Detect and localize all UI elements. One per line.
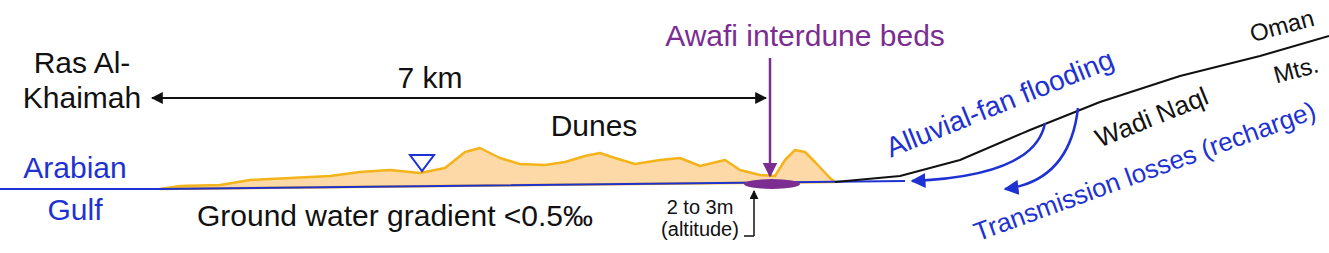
label-anchor: Alluvial-fan flooding xyxy=(881,44,1118,165)
interdune-bed xyxy=(744,179,800,189)
distance-arrow xyxy=(152,97,766,99)
place-name: Ras Al- Khaimah xyxy=(20,46,144,115)
mountain-name: Mts. xyxy=(1271,53,1321,88)
altitude-tick xyxy=(744,235,754,237)
altitude-note: 2 to 3m (altitude) xyxy=(658,196,742,240)
altitude-arrow xyxy=(753,191,755,236)
label-anchor: Dunes xyxy=(551,109,638,144)
water-table-symbol xyxy=(410,155,434,171)
label-anchor: Arabian Gulf xyxy=(19,147,131,231)
label-anchor: Oman xyxy=(1247,6,1316,46)
label-anchor: Awafi interdune beds xyxy=(665,19,945,54)
mountain-name: Oman xyxy=(1247,6,1316,46)
site-label: Awafi interdune beds xyxy=(665,19,945,54)
sea-name: Arabian Gulf xyxy=(19,147,131,231)
distance-label: 7 km xyxy=(397,61,462,96)
label-anchor: Ground water gradient <0.5‰ xyxy=(197,199,593,234)
label-anchor: Ras Al- Khaimah xyxy=(20,46,144,115)
label-anchor: Mts. xyxy=(1271,53,1321,88)
label-anchor: 2 to 3m (altitude) xyxy=(658,196,742,240)
gradient-note: Ground water gradient <0.5‰ xyxy=(197,199,593,234)
mountain-slope xyxy=(835,36,1329,182)
site-pointer xyxy=(769,58,772,176)
process-label: Alluvial-fan flooding xyxy=(881,44,1118,165)
recharge-arrow xyxy=(1005,108,1078,189)
terrain-label: Dunes xyxy=(551,109,638,144)
label-anchor: 7 km xyxy=(397,61,462,96)
